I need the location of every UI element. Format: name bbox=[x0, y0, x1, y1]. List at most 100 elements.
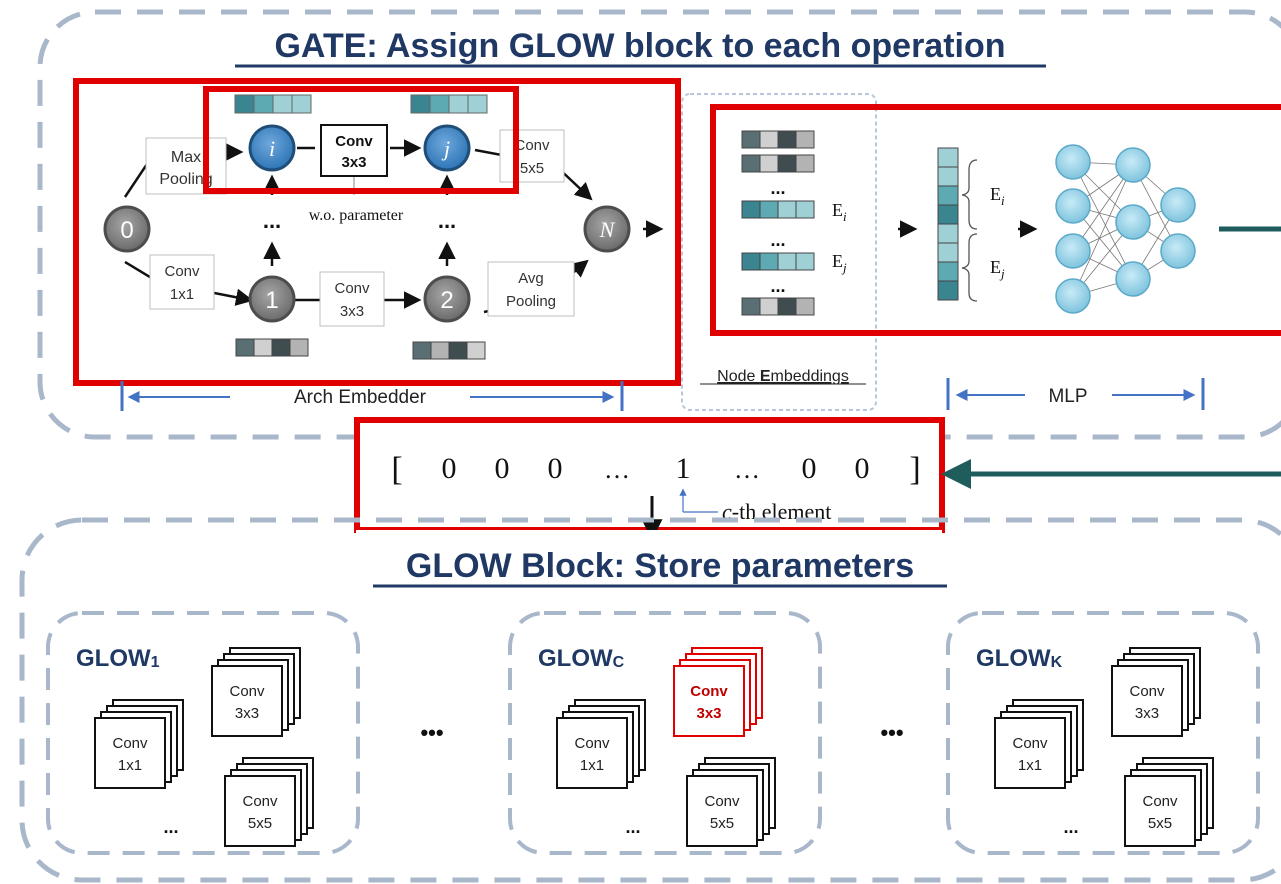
node-embeddings-label: Node Embeddings bbox=[717, 368, 849, 385]
embedding-vector-icon bbox=[741, 252, 815, 271]
glow-block-3: GLOWKConv1x1Conv3x3Conv5x5... bbox=[946, 611, 1260, 855]
layer-stack-icon-label-b: 5x5 bbox=[1148, 815, 1172, 832]
mlp-section: Ei Ej bbox=[710, 104, 1281, 336]
neural-network-icon bbox=[1055, 144, 1196, 314]
ne-ellipsis-3: ... bbox=[770, 276, 785, 296]
op-conv3x3-label-a: Conv bbox=[335, 133, 373, 150]
mlp-highlight-box bbox=[710, 104, 1281, 336]
onehot-dots2: … bbox=[734, 455, 760, 484]
glow-block-1: GLOW1Conv1x1Conv3x3Conv5x5... bbox=[46, 611, 360, 855]
onehot-open: [ bbox=[391, 451, 402, 488]
mlp-label: MLP bbox=[1048, 386, 1087, 407]
op-avg-pooling bbox=[487, 261, 575, 317]
op-max-pooling bbox=[145, 137, 227, 195]
node-j bbox=[423, 124, 471, 172]
onehot-v4: 0 bbox=[802, 452, 817, 485]
node-j-label: j bbox=[441, 136, 450, 161]
node-1 bbox=[248, 275, 296, 323]
op-conv5x5-label-b: 5x5 bbox=[520, 160, 544, 177]
ellipsis-right: ... bbox=[438, 208, 456, 233]
ei-label-side: Ei bbox=[832, 200, 847, 224]
layer-stack-icon-label-a: Conv bbox=[690, 683, 728, 700]
layer-stack-icon: Conv 1x1 bbox=[994, 699, 1084, 789]
node-N bbox=[583, 205, 631, 253]
node-i-label: i bbox=[269, 136, 275, 161]
node-0-label: 0 bbox=[120, 217, 133, 244]
glow-blocks: GLOW1Conv1x1Conv3x3Conv5x5...GLOWCConv1x… bbox=[46, 611, 1260, 855]
embedding-vector-icon bbox=[741, 200, 815, 219]
glow-block-title: GLOW1 bbox=[76, 645, 160, 672]
onehot-v1: 0 bbox=[442, 452, 457, 485]
layer-stack-icon: Conv 5x5 bbox=[686, 757, 776, 847]
mlp-axis: MLP bbox=[946, 378, 1205, 410]
layer-stack-icon-label-a: Conv bbox=[112, 735, 148, 752]
node-1-label: 1 bbox=[265, 287, 278, 314]
op-conv5x5 bbox=[499, 129, 565, 183]
arch-embedder-graph: ... ... Max Pooling Conv 3x3 w.o. parame… bbox=[73, 78, 681, 386]
embedding-vector-icon bbox=[235, 338, 309, 357]
node-2 bbox=[423, 275, 471, 323]
embedding-vector-icon bbox=[234, 94, 312, 114]
op-conv1x1 bbox=[149, 254, 215, 310]
op-conv3x3b-label-a: Conv bbox=[334, 280, 370, 297]
op-conv1x1-label-b: 1x1 bbox=[170, 286, 194, 303]
onehot-dots1: … bbox=[604, 455, 630, 484]
arch-embedder-axis: Arch Embedder bbox=[120, 381, 624, 411]
glow-block-2: GLOWCConv1x1Conv3x3Conv5x5... bbox=[508, 611, 822, 855]
glow-block-title: GLOWK bbox=[976, 645, 1063, 672]
node-N-label: N bbox=[599, 217, 616, 242]
onehot-one: 1 bbox=[676, 452, 691, 485]
op-conv5x5-label-a: Conv bbox=[514, 137, 550, 154]
onehot-close: ] bbox=[909, 451, 920, 488]
ne-ellipsis-1: ... bbox=[770, 178, 785, 198]
onehot-v3: 0 bbox=[548, 452, 563, 485]
op-avg-pooling-label-b: Pooling bbox=[506, 293, 556, 310]
glow-block-ellipsis: ... bbox=[163, 817, 178, 837]
layer-stack-icon: Conv 3x3 bbox=[211, 647, 301, 737]
layer-stack-icon: Conv 1x1 bbox=[556, 699, 646, 789]
layer-stack-icon-label-a: Conv bbox=[1012, 735, 1048, 752]
arch-embedder-label: Arch Embedder bbox=[294, 387, 427, 408]
node-2-label: 2 bbox=[440, 287, 453, 314]
embedding-vector-icon bbox=[741, 130, 815, 149]
glow-block-ellipsis: ... bbox=[1063, 817, 1078, 837]
embedding-vector-icon bbox=[741, 297, 815, 316]
layer-stack-icon-label-b: 1x1 bbox=[118, 757, 142, 774]
layer-stack-icon: Conv 1x1 bbox=[94, 699, 184, 789]
glow-block-title: GLOWC bbox=[538, 645, 625, 672]
gate-panel: GATE: Assign GLOW block to each operatio… bbox=[37, 9, 1281, 440]
ei-label-concat: Ei bbox=[990, 184, 1005, 208]
layer-stack-icon-label-a: Conv bbox=[242, 793, 278, 810]
embedding-vector-icon bbox=[412, 341, 486, 360]
wo-parameter-label: w.o. parameter bbox=[309, 207, 404, 224]
op-conv3x3b-label-b: 3x3 bbox=[340, 303, 364, 320]
node-0 bbox=[103, 205, 151, 253]
op-conv3x3-label-b: 3x3 bbox=[341, 154, 366, 171]
layer-stack-icon-label-a: Conv bbox=[1142, 793, 1178, 810]
layer-stack-icon-label-a: Conv bbox=[704, 793, 740, 810]
layer-stack-icon-label-a: Conv bbox=[1129, 683, 1165, 700]
layer-stack-icon-label-b: 1x1 bbox=[580, 757, 604, 774]
glow-panel: GLOW Block: Store parameters ••• ••• bbox=[19, 517, 1281, 883]
glow-title: GLOW Block: Store parameters bbox=[406, 547, 914, 585]
layer-stack-icon-label-b: 1x1 bbox=[1018, 757, 1042, 774]
layer-stack-icon-label-b: 3x3 bbox=[235, 705, 259, 722]
op-max-pooling-label-b: Pooling bbox=[159, 171, 212, 188]
op-max-pooling-label-a: Max bbox=[171, 149, 201, 166]
embedding-vector-icon bbox=[741, 154, 815, 173]
ej-label-concat: Ej bbox=[990, 257, 1005, 281]
op-conv3x3 bbox=[319, 271, 385, 327]
ej-label-side: Ej bbox=[832, 251, 847, 275]
op-avg-pooling-label-a: Avg bbox=[518, 270, 544, 287]
layer-stack-icon-label-a: Conv bbox=[229, 683, 265, 700]
embedding-vector-icon bbox=[937, 147, 959, 301]
op-conv1x1-label-a: Conv bbox=[164, 263, 200, 280]
layer-stack-icon-label-a: Conv bbox=[574, 735, 610, 752]
ij-highlight-box bbox=[203, 86, 519, 194]
gate-title: GATE: Assign GLOW block to each operatio… bbox=[274, 27, 1005, 65]
layer-stack-icon-label-b: 5x5 bbox=[710, 815, 734, 832]
